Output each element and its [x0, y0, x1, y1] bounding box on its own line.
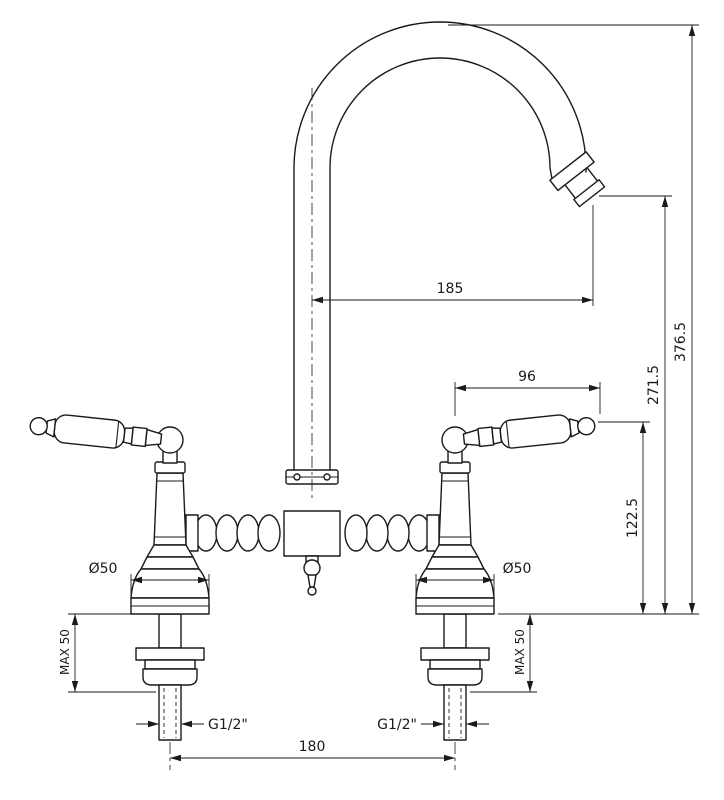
bridge-center-tee	[283, 510, 341, 557]
dim-label-thread-left: G1/2"	[208, 717, 248, 733]
handle-end-ball	[29, 417, 48, 436]
dim-label-hole-centers: 180	[299, 739, 326, 755]
spout	[293, 21, 606, 473]
dim-label-outlet-height: 271.5	[646, 365, 662, 405]
dim-handle-height: 122.5	[598, 421, 650, 614]
dim-label-overall-height: 376.5	[673, 322, 689, 362]
valve-body	[130, 426, 210, 615]
finial	[303, 555, 321, 596]
dim-label-max-deck-right: MAX 50	[513, 629, 527, 675]
dim-thread-right: G1/2"	[377, 717, 489, 733]
dim-spout-reach: 185	[312, 205, 594, 306]
dim-max-deck-right: MAX 50	[470, 614, 537, 693]
dimensions: 185 96 122.5 271.5	[58, 24, 699, 762]
bridge-beads	[194, 514, 281, 552]
dim-label-thread-right: G1/2"	[377, 717, 417, 733]
dim-base-diameter-left: Ø50	[89, 561, 210, 596]
spout-outlet-nozzle	[549, 151, 606, 208]
dim-label-handle-span: 96	[518, 369, 536, 385]
dim-label-base-diameter-right: Ø50	[503, 561, 532, 577]
bridge-end-collar	[185, 514, 199, 552]
dim-label-spout-reach: 185	[437, 281, 464, 297]
faucet	[29, 21, 606, 741]
lever-handle	[29, 414, 163, 449]
dim-thread-left: G1/2"	[136, 717, 248, 733]
dim-max-deck-left: MAX 50	[58, 614, 156, 693]
dim-base-diameter-right: Ø50	[415, 561, 532, 596]
dim-label-max-deck-left: MAX 50	[58, 629, 72, 675]
dim-hole-centers: 180	[170, 739, 455, 762]
centerlines	[169, 88, 456, 770]
dim-handle-span: 96	[454, 369, 601, 416]
riser-collar	[285, 469, 339, 485]
dim-label-base-diameter-left: Ø50	[89, 561, 118, 577]
right-valve-unit	[344, 410, 597, 741]
left-valve-unit	[29, 414, 281, 741]
dim-outlet-height: 271.5	[599, 195, 672, 614]
dim-label-handle-height: 122.5	[625, 498, 641, 538]
mounting-shank	[135, 613, 205, 741]
dim-overall-height: 376.5	[448, 24, 699, 614]
